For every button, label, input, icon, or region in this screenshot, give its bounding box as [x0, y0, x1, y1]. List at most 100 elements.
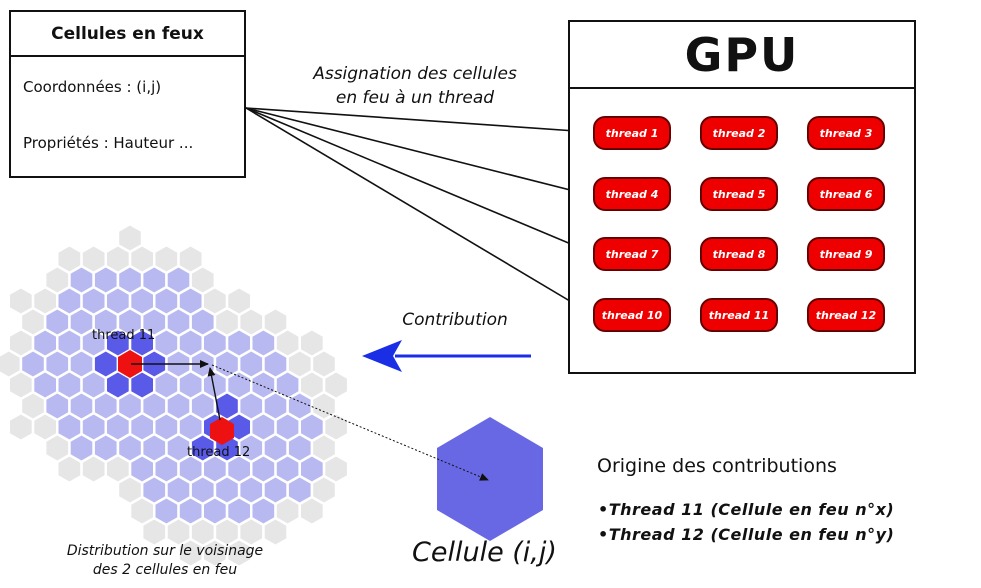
hex-tile: [81, 287, 106, 315]
hex-tile: [154, 245, 179, 273]
dotted-link-arrow: [211, 364, 489, 481]
hex-tile: [263, 476, 288, 504]
hex-tile: [190, 476, 215, 504]
hex-tile: [178, 539, 203, 567]
hex-tile: [117, 476, 142, 504]
hex-tile: [166, 518, 191, 546]
hex-tile: [45, 434, 70, 462]
hex-tile: [81, 371, 106, 399]
hex-tile: [166, 434, 191, 462]
hex-tile: [178, 371, 203, 399]
hex-tile: [287, 476, 312, 504]
hex-tile: [227, 287, 252, 315]
assignment-label-line-1: Assignation des cellules: [313, 64, 517, 84]
hex-tile: [190, 434, 215, 462]
hex-tile: [263, 308, 288, 336]
hex-tile: [275, 371, 300, 399]
hex-tile: [215, 350, 239, 378]
origin-title: Origine des contributions: [597, 455, 837, 477]
hex-tile: [81, 329, 106, 357]
hex-tile: [324, 413, 349, 441]
hex-tile: [202, 497, 227, 525]
target-cell-label: Cellule (i,j): [412, 537, 557, 568]
assignment-label-line-2: en feu à un thread: [335, 88, 495, 108]
hex-tile: [117, 434, 142, 462]
hex-tile: [178, 245, 203, 273]
hex-tile: [8, 371, 33, 399]
hex-tile: [202, 287, 227, 315]
hex-tile: [57, 329, 82, 357]
hex-tile: [33, 371, 58, 399]
hex-tile: [251, 413, 276, 441]
hex-tile: [287, 350, 312, 378]
hex-tile: [190, 392, 215, 420]
distribution-caption: Distribution sur le voisinage des 2 cell…: [20, 542, 310, 580]
fire-cells-title: Cellules en feux: [11, 12, 244, 57]
fire-cell-thread-11: [118, 350, 142, 378]
hex-tile: [21, 350, 46, 378]
hex-tile: [202, 455, 227, 483]
thread-3: thread 3: [807, 116, 885, 150]
hex-tile: [105, 371, 130, 399]
hex-tile: [130, 329, 155, 357]
hex-tile: [312, 392, 336, 420]
hex-tile: [154, 455, 179, 483]
hex-tile: [117, 308, 142, 336]
hex-tile: [93, 308, 118, 336]
hex-tile: [227, 455, 252, 483]
origin-item-1: •Thread 11 (Cellule en feu n°x): [598, 500, 895, 519]
hex-tile: [239, 392, 264, 420]
grid-thread-12-label: thread 12: [187, 445, 251, 460]
fire-cells-box: Cellules en feux Coordonnées : (i,j) Pro…: [9, 10, 246, 178]
thread-12: thread 12: [807, 298, 885, 332]
hex-tile: [154, 413, 179, 441]
hex-tile: [154, 329, 179, 357]
hex-tile: [299, 455, 324, 483]
hex-tile: [130, 287, 155, 315]
hex-tile: [202, 329, 227, 357]
fire-cell-thread-12: [210, 417, 234, 445]
hex-tile: [239, 518, 264, 546]
hex-tile: [130, 455, 155, 483]
hex-tile: [69, 392, 94, 420]
hex-tile: [312, 350, 336, 378]
hex-tile: [190, 266, 215, 294]
hex-tile: [312, 476, 336, 504]
hex-tile: [21, 308, 46, 336]
hex-tile: [166, 392, 191, 420]
thread-1: thread 1: [593, 116, 671, 150]
hex-tile: [57, 413, 82, 441]
hex-tile: [251, 329, 276, 357]
hex-tile: [239, 476, 264, 504]
thread-6: thread 6: [807, 177, 885, 211]
hex-tile: [154, 497, 179, 525]
gpu-box: GPU thread 1 thread 2 thread 3 thread 4 …: [568, 20, 916, 374]
hex-tile: [215, 308, 239, 336]
hex-tile: [299, 371, 324, 399]
hex-tile: [178, 413, 203, 441]
thread-5: thread 5: [700, 177, 778, 211]
hex-tile: [299, 329, 324, 357]
hex-tile: [227, 371, 252, 399]
hex-tile: [8, 413, 33, 441]
thread-8: thread 8: [700, 237, 778, 271]
hex-tile: [275, 455, 300, 483]
hex-tile: [57, 287, 82, 315]
hex-tile: [8, 287, 33, 315]
hex-tile: [202, 371, 227, 399]
hex-tile: [117, 224, 142, 252]
hex-tile: [275, 413, 300, 441]
hex-tile: [166, 476, 191, 504]
hex-tile: [93, 434, 118, 462]
hex-tile: [69, 434, 94, 462]
hex-tile: [0, 350, 21, 378]
hex-tile: [105, 455, 130, 483]
hex-tile: [275, 497, 300, 525]
hex-tile: [45, 266, 70, 294]
hex-tile: [263, 434, 288, 462]
hex-tile: [45, 308, 70, 336]
hex-tile: [227, 539, 252, 567]
hex-tile: [287, 434, 312, 462]
hex-tile: [130, 371, 155, 399]
thread-10: thread 10: [593, 298, 671, 332]
